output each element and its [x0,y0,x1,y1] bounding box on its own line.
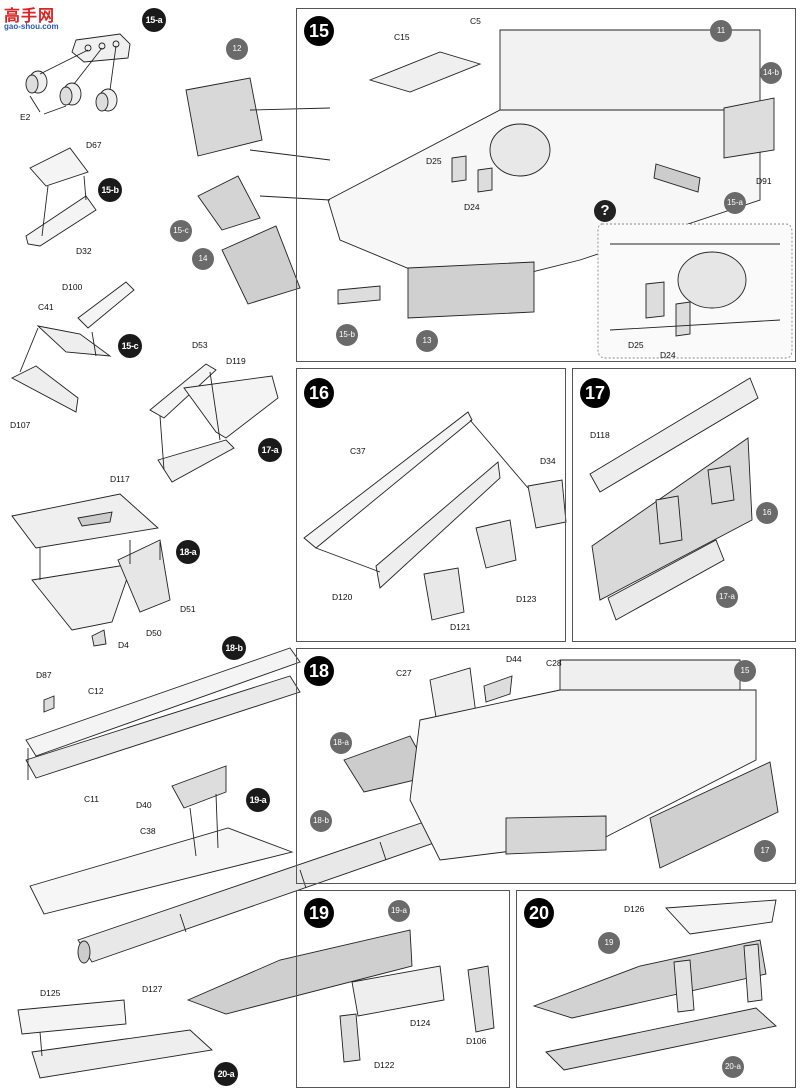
part-label-D125: D125 [40,988,61,998]
ref-19: 19 [598,932,620,954]
part-15c [11,281,135,413]
part-label-E2: E2 [20,112,31,122]
watermark-main-text: 高手网 [4,8,56,25]
ref-12: 12 [226,38,248,60]
detail-bubble-art [609,243,781,337]
part-label-D123: D123 [516,594,537,604]
part-label-D106: D106 [466,1036,487,1046]
ref-14b: 14-b [760,62,782,84]
part-label-C12: C12 [88,686,104,696]
step17-art [589,377,759,621]
ref-18b: 18-b [310,810,332,832]
step15-hull-art [185,29,775,319]
part-label-D118: D118 [590,430,610,440]
part-label-D87: D87 [36,670,52,680]
ref-18a: 18-a [330,732,352,754]
part-label-D127: D127 [142,984,163,994]
part-label-D53: D53 [192,340,208,350]
step15-frame [296,8,796,362]
step-number-17: 17 [580,378,610,408]
part-label-D121: D121 [450,622,471,632]
watermark-logo: 高手网 gao-shou.com [4,2,74,36]
subassembly-15c: 15-c [118,334,142,358]
part-label-D44: D44 [506,654,522,664]
part-label-D117: D117 [110,474,130,484]
part-label-D40: D40 [136,800,152,810]
part-19a-plate [29,765,294,915]
ref-16: 16 [756,502,778,524]
subassembly-15b: 15-b [98,178,122,202]
part-label-D126: D126 [624,904,645,914]
part-label-D24-detail: D24 [660,350,676,360]
part-label-D50: D50 [146,628,162,638]
ref-17: 17 [754,840,776,862]
part-17a [149,363,279,483]
subassembly-15a: 15-a [142,8,166,32]
step-number-20: 20 [524,898,554,928]
step19-art [186,929,495,1063]
subassembly-19a: 19-a [246,788,270,812]
part-label-D124: D124 [410,1018,431,1028]
part-label-C38: C38 [140,826,156,836]
part-label-D119: D119 [226,356,246,366]
step20-frame [516,890,796,1088]
part-20a-plates [17,999,213,1079]
step16-frame [296,368,566,642]
part-label-C27: C27 [396,668,412,678]
part-label-D91: D91 [756,176,772,186]
ref-15: 15 [734,660,756,682]
subassembly-17a: 17-a [258,438,282,462]
step-number-16: 16 [304,378,334,408]
part-label-C5: C5 [470,16,481,26]
part-label-D122: D122 [374,1060,395,1070]
ref-20a: 20-a [722,1056,744,1078]
part-label-C37: C37 [350,446,366,456]
step-number-18: 18 [304,656,334,686]
step18-frame [296,648,796,884]
watermark-sub-text: gao-shou.com [4,22,59,31]
subassembly-18a: 18-a [176,540,200,564]
part-15a-bracket [25,33,131,115]
part-barrel-halves [25,647,301,780]
step19-frame [296,890,510,1088]
part-label-D51: D51 [180,604,196,614]
step16-art [303,411,567,621]
part-label-D25-detail: D25 [628,340,644,350]
detail-question-icon: ? [594,200,616,222]
part-label-D67: D67 [86,140,102,150]
part-label-C41: C41 [38,302,54,312]
step17-frame [572,368,796,642]
part-label-C28: C28 [546,658,562,668]
ref-11: 11 [710,20,732,42]
part-label-D24: D24 [464,202,480,212]
step-number-19: 19 [304,898,334,928]
part-label-D100: D100 [62,282,83,292]
step-number-15: 15 [304,16,334,46]
ref-15b: 15-b [336,324,358,346]
part-label-D120: D120 [332,592,353,602]
part-label-D4: D4 [118,640,129,650]
part-label-D34: D34 [540,456,556,466]
step20-art [532,899,777,1071]
part-15b [25,147,97,247]
ref-15a: 15-a [724,192,746,214]
part-label-D32: D32 [76,246,92,256]
part-label-C15: C15 [394,32,410,42]
ref-15c: 15-c [170,220,192,242]
subassembly-20a: 20-a [214,1062,238,1086]
subassembly-18b: 18-b [222,636,246,660]
ref-19a: 19-a [388,900,410,922]
part-label-D107: D107 [10,420,31,430]
part-label-C11: C11 [84,794,99,804]
ref-13: 13 [416,330,438,352]
ref-14: 14 [192,248,214,270]
step18-art [343,659,779,869]
ref-17a: 17-a [716,586,738,608]
part-label-D25: D25 [426,156,442,166]
part-18a [11,493,171,647]
